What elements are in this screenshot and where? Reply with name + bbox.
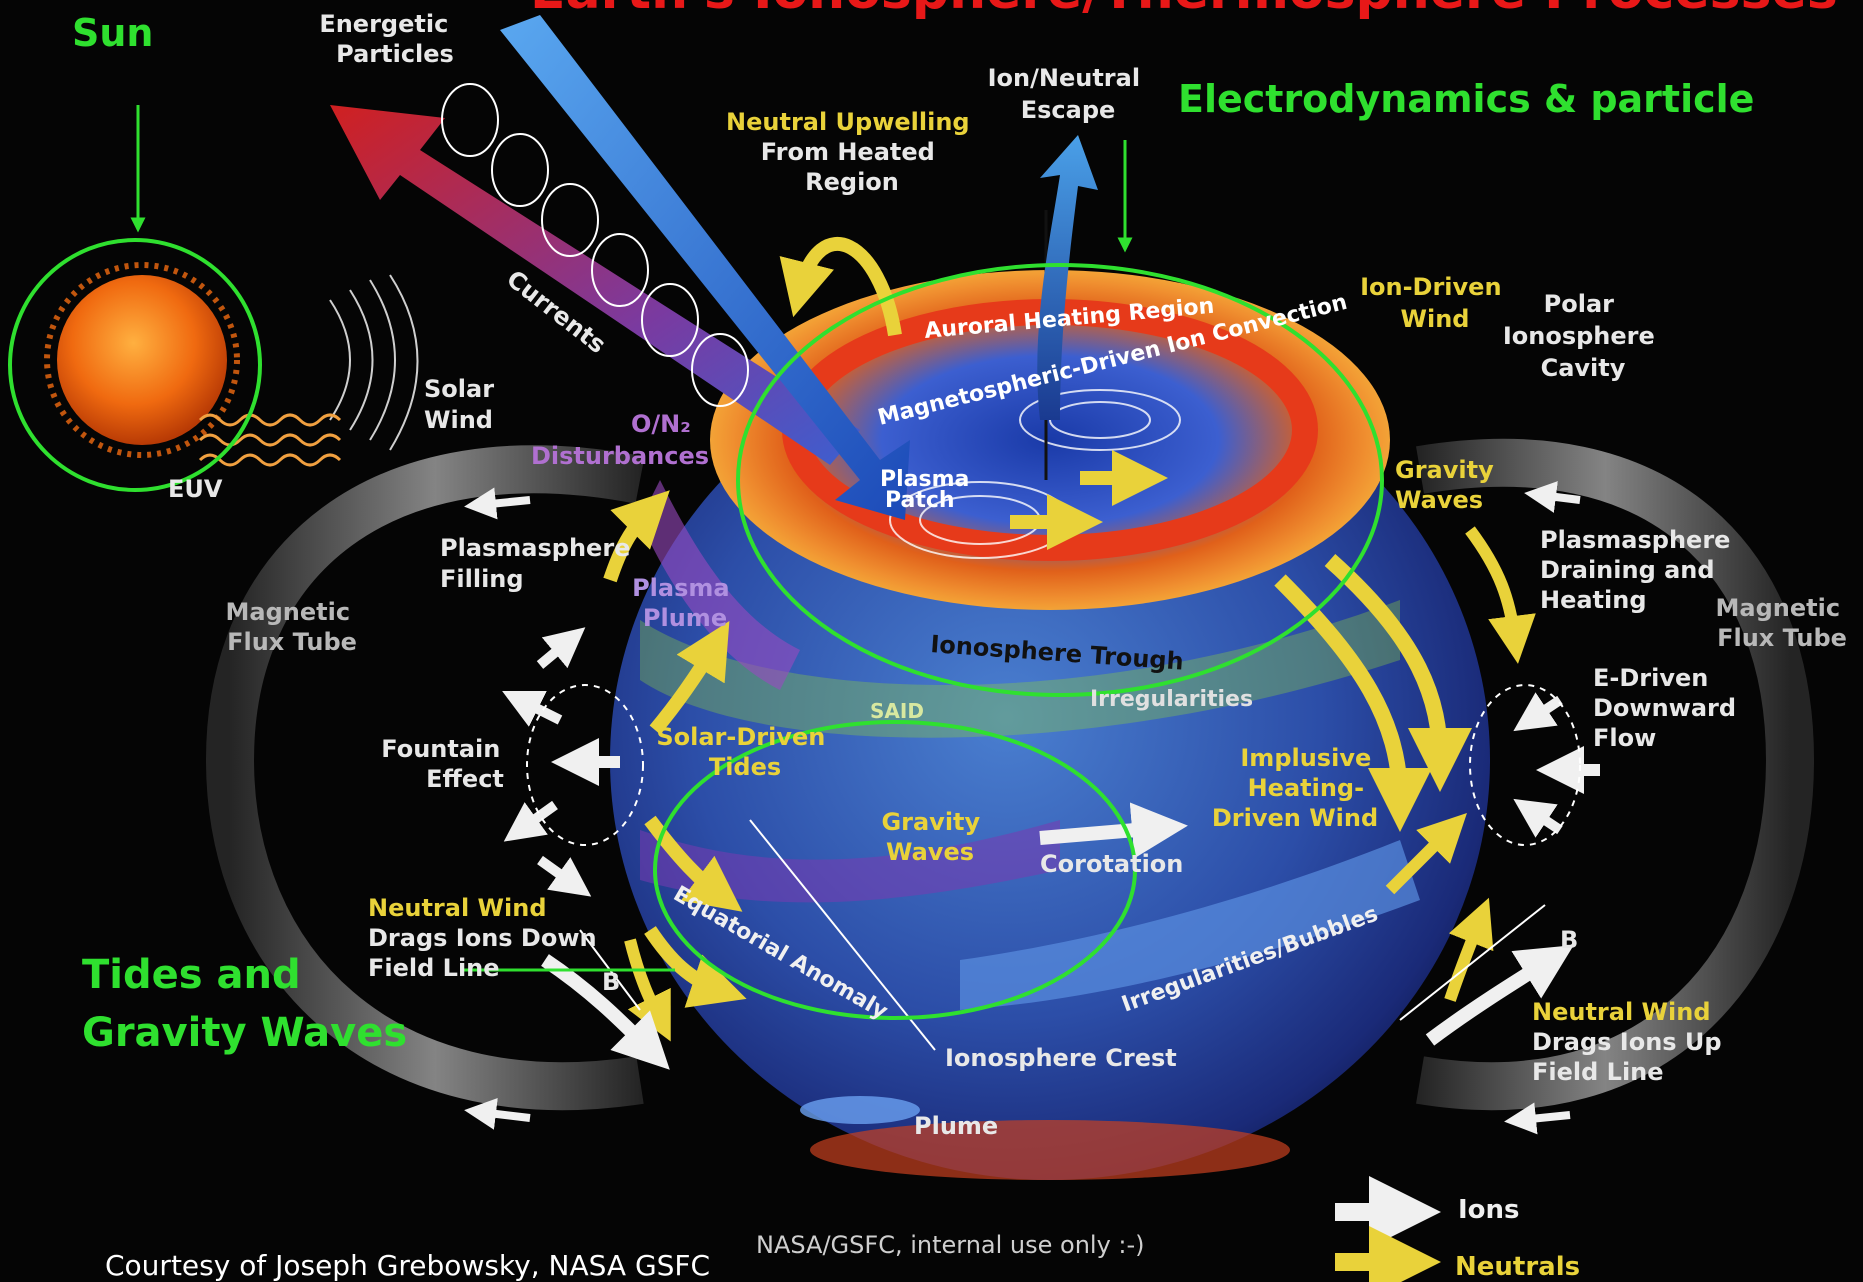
purple-band-1 [640, 820, 1060, 903]
plasmasphere-draining-label: Plasmasphere Draining and Heating [1540, 526, 1739, 614]
field-line-right [1399, 904, 1546, 1021]
euv-wave-1 [198, 413, 342, 427]
ion-arrow-corotation [1039, 802, 1188, 859]
ionosphere-crest-label: Ionosphere Crest [945, 1044, 1177, 1072]
b-field-left-label: B [602, 968, 620, 996]
neutral-arrow-right-1 [1324, 554, 1472, 792]
crest-pointer [749, 819, 936, 1051]
escape-arrow [1037, 135, 1098, 420]
euv-wave-2 [198, 433, 342, 447]
plasma-plume-label: Plasma Plume [632, 574, 738, 632]
solar-wind-label: Solar Wind [424, 375, 502, 434]
magnetic-flux-tube-right-label: Magnetic Flux Tube [1716, 594, 1849, 652]
ion-neutral-escape-label: Ion/Neutral Escape [988, 64, 1149, 124]
ion-arrow-tube-bottom-left [464, 1098, 531, 1130]
neutral-arrow-wind-up [1444, 897, 1494, 1002]
ion-arrow-e-driven-3 [1513, 798, 1563, 838]
neutral-arrow-right-2 [1274, 574, 1432, 832]
sun-corona [44, 262, 240, 458]
ion-arrow-e-driven-1 [1513, 692, 1563, 732]
neutral-wind-down-label: Neutral Wind Drags Ions Down Field Line [368, 894, 605, 982]
ion-driven-wind-label: Ion-Driven Wind [1360, 273, 1510, 333]
said-label: SAID [870, 699, 924, 723]
neutral-arrow-gravity-right [1465, 526, 1536, 664]
solar-wind-arc-4 [389, 274, 419, 451]
fountain-circulation [526, 684, 644, 846]
sun-annotation: Sun [72, 11, 153, 55]
solar-wind-arc-2 [349, 289, 374, 431]
e-driven-circulation [1469, 684, 1581, 846]
ion-arrow-fountain-1 [536, 627, 586, 669]
e-driven-flow-label: E-Driven Downward Flow [1593, 664, 1744, 752]
neutral-arrow-down-left [624, 938, 671, 1042]
ion-arrow-drag-up [1425, 945, 1574, 1046]
credit-text: Courtesy of Joseph Grebowsky, NASA GSFC [105, 1249, 710, 1282]
electrodynamics-highlight-ellipse [736, 263, 1384, 697]
irregularities-label: Irregularities [1090, 687, 1253, 712]
internal-note: NASA/GSFC, internal use only :-) [756, 1231, 1145, 1259]
ion-arrow-fountain-5 [537, 855, 592, 897]
bottom-rim [810, 1120, 1290, 1180]
corotation-label: Corotation [1040, 850, 1183, 878]
right-flux-tube [1416, 438, 1815, 1111]
neutral-wind-up-label: Neutral Wind Drags Ions Up Field Line [1532, 998, 1730, 1086]
solar-driven-tides-label: Solar-Driven Tides [656, 723, 833, 781]
euv-label: EUV [168, 475, 223, 503]
polar-cavity-label: Polar Ionosphere Cavity [1503, 290, 1663, 382]
plume-blob [800, 1096, 920, 1124]
sun-disk [57, 275, 227, 445]
page-title: Earth's Ionosphere/Thermosphere Processe… [530, 0, 1838, 21]
on2-disturbances-label: O/N₂ Disturbances [531, 410, 709, 470]
upwelling-arrow [779, 237, 902, 337]
tides-annotation-line1: Tides and [82, 952, 301, 998]
plasmasphere-filling-label: Plasmasphere Filling [440, 534, 639, 593]
neutral-arrow-implusive [1385, 813, 1467, 895]
energetic-particles-arrow [500, 15, 910, 520]
ion-arrow-tube-top-right [1524, 481, 1581, 513]
ion-arrow-fountain-2 [502, 691, 563, 727]
euv-wave-3 [198, 453, 342, 467]
convection-swirl-3 [1019, 389, 1181, 451]
magnetic-flux-tube-left-label: Magnetic Flux Tube [226, 598, 359, 656]
legend-neutrals-label: Neutrals [1455, 1252, 1580, 1282]
neutral-upwelling-label: Neutral Upwelling From Heated Region [726, 108, 978, 196]
solar-wind-arc-3 [369, 279, 396, 441]
ion-arrow-tube-bottom-right [1504, 1102, 1571, 1135]
purple-band-2 [640, 480, 800, 690]
left-flux-tube [205, 445, 645, 1111]
energetic-particles-label: Energetic Particles [319, 10, 456, 68]
airglow-band [640, 600, 1400, 738]
tides-annotation-line2: Gravity Waves [82, 1010, 407, 1056]
tides-highlight-ellipse [653, 720, 1137, 1020]
gravity-waves-top-label: Gravity Waves [1395, 456, 1502, 514]
gravity-waves-mid-label: Gravity Waves [881, 808, 988, 866]
b-field-right-label: B [1560, 926, 1578, 954]
fountain-effect-label: Fountain Effect [381, 735, 508, 793]
ion-arrow-fountain-4 [503, 800, 558, 842]
neutral-arrow-plume [649, 620, 730, 735]
neutral-arrow-left-up [603, 490, 670, 583]
ion-arrow-tube-top-left [464, 487, 531, 520]
solar-wind-arc-1 [329, 299, 351, 421]
sun-highlight-circle [8, 238, 262, 492]
particle-spiral [441, 83, 749, 407]
neutral-arrow-tides-2 [644, 926, 747, 1008]
plume-label: Plume [914, 1112, 998, 1140]
implusive-heating-label: Implusive Heating- Driven Wind [1212, 744, 1380, 832]
legend-ions-label: Ions [1458, 1195, 1520, 1225]
plasma-patch-label: Plasma Patch [880, 467, 977, 513]
neutral-arrow-tides-1 [644, 815, 743, 912]
electrodynamics-annotation: Electrodynamics & particle [1178, 77, 1754, 121]
